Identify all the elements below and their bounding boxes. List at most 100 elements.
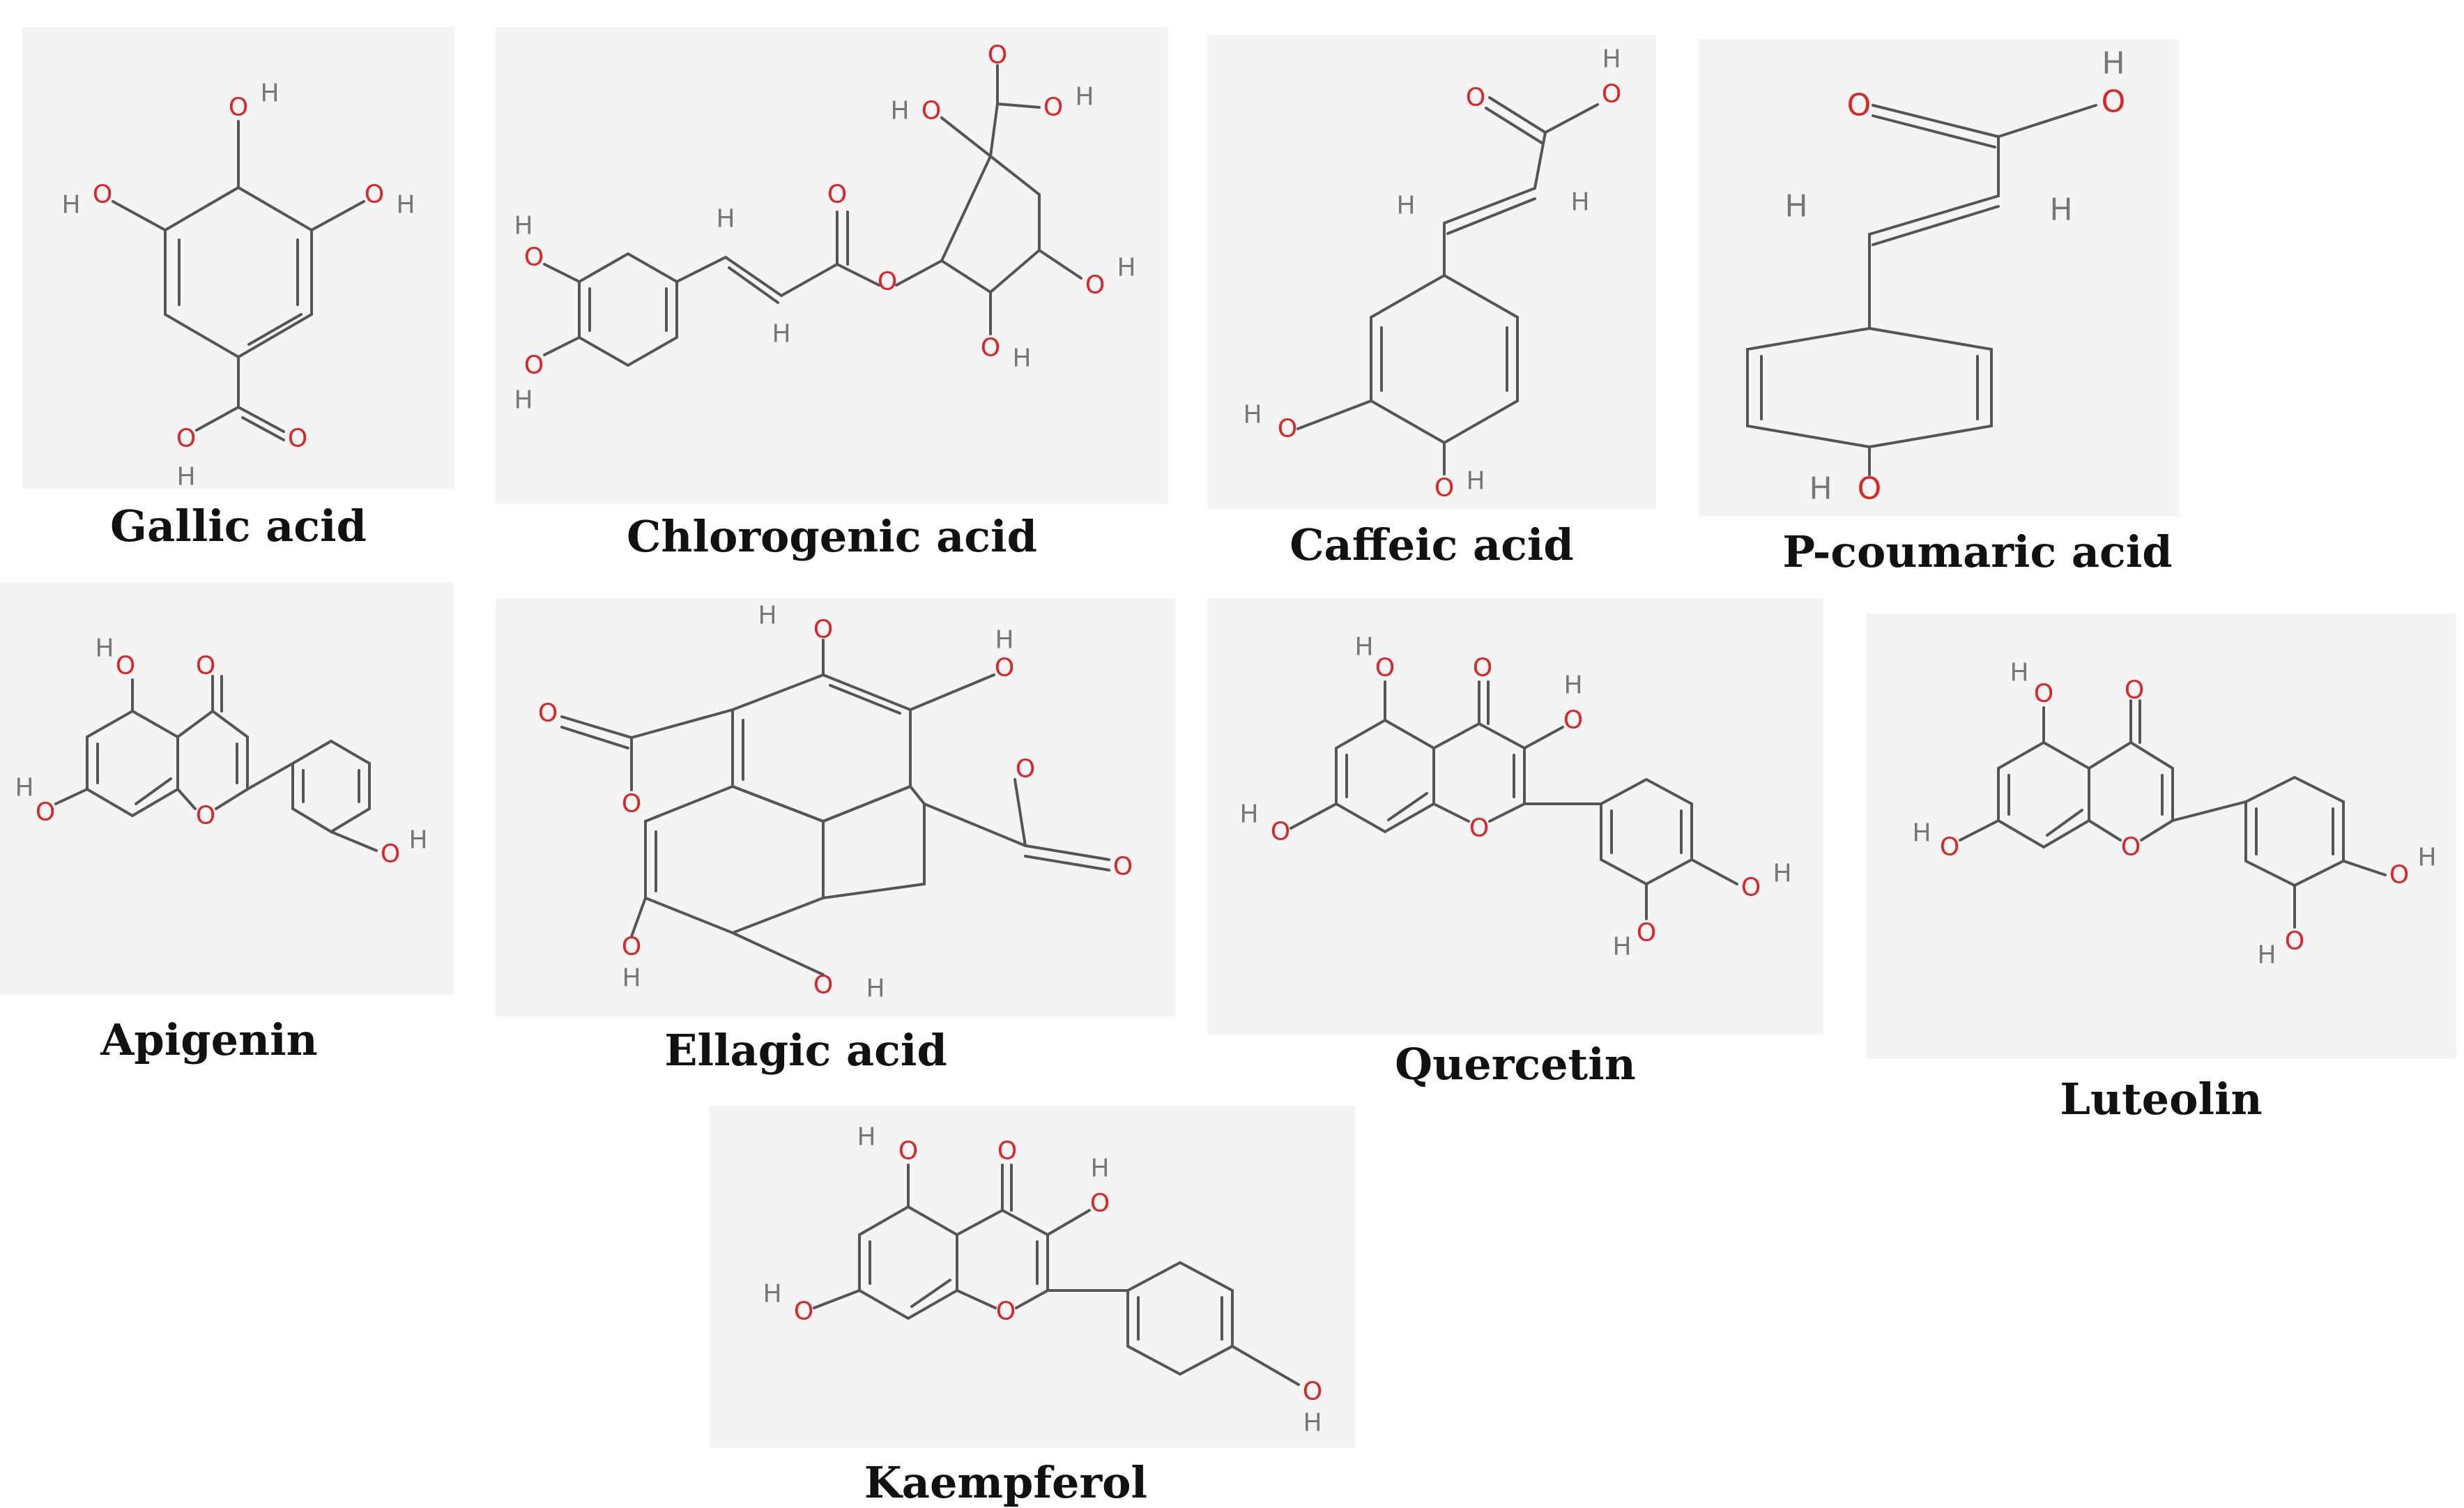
svg-text:O: O [1375,654,1395,683]
svg-text:H: H [1012,344,1031,373]
svg-text:H: H [514,386,533,415]
compound-label-luteolin: Luteolin [2060,1074,2263,1125]
svg-text:H: H [890,97,909,125]
svg-text:H: H [15,774,33,802]
svg-text:O: O [898,1137,918,1166]
svg-text:O: O [1113,853,1133,881]
svg-text:H: H [1784,189,1807,224]
svg-text:H: H [176,463,195,489]
svg-text:O: O [365,181,384,209]
svg-text:O: O [1434,474,1454,503]
svg-text:O: O [176,425,196,453]
svg-text:H: H [995,626,1013,655]
svg-text:O: O [827,181,847,209]
svg-text:H: H [1075,83,1094,112]
svg-text:H: H [2049,192,2072,228]
svg-text:O: O [2285,927,2304,956]
svg-text:H: H [1809,471,1832,507]
kaempferol-diagram: OH O OH O OH OH [763,1123,1322,1438]
svg-text:H: H [1602,45,1621,74]
svg-text:H: H [1773,860,1791,888]
compound-label-chlorogenic-acid: Chlorogenic acid [627,511,1037,562]
svg-text:H: H [260,79,279,108]
luteolin-diagram: OH O O OH OH OH [1912,659,2436,970]
svg-text:O: O [1278,415,1297,443]
svg-text:O: O [878,268,897,296]
svg-text:H: H [2257,941,2276,970]
svg-text:H: H [1303,1409,1322,1438]
svg-text:H: H [716,205,735,234]
svg-text:H: H [1466,467,1485,496]
svg-text:H: H [2417,844,2436,872]
svg-text:O: O [813,616,833,644]
svg-text:H: H [514,212,533,241]
svg-text:H: H [1354,633,1373,662]
svg-text:O: O [229,93,248,122]
svg-text:H: H [758,602,776,630]
svg-text:O: O [36,798,55,827]
svg-text:O: O [1473,654,1492,683]
svg-text:H: H [1612,933,1631,961]
svg-text:O: O [622,790,641,818]
compound-label-apigenin: Apigenin [100,1014,318,1065]
svg-text:H: H [61,191,80,220]
svg-text:O: O [921,97,941,125]
svg-text:O: O [1637,919,1656,947]
svg-text:O: O [116,652,135,680]
svg-text:H: H [857,1123,875,1152]
svg-text:H: H [772,320,790,349]
compound-label-kaempferol: Kaempferol [864,1457,1148,1508]
svg-text:O: O [2121,833,2141,862]
svg-text:H: H [1912,819,1931,848]
svg-text:O: O [1469,814,1489,843]
svg-text:H: H [408,826,427,855]
svg-text:O: O [196,652,215,680]
svg-text:O: O [794,1297,813,1326]
svg-text:H: H [763,1280,781,1309]
compound-label-p-coumaric-acid: P-coumaric acid [1782,526,2173,577]
svg-text:H: H [1570,188,1589,217]
compound-label-quercetin: Quercetin [1395,1039,1636,1090]
svg-text:O: O [1741,874,1761,902]
svg-text:O: O [524,243,544,272]
svg-text:O: O [538,699,558,728]
svg-text:O: O [1085,271,1105,300]
svg-text:H: H [2102,46,2125,82]
svg-text:H: H [1396,192,1415,220]
svg-text:O: O [196,802,215,830]
svg-text:O: O [2102,84,2126,120]
svg-text:H: H [396,191,415,220]
svg-text:O: O [1563,706,1583,735]
svg-text:O: O [988,41,1007,70]
svg-text:O: O [93,181,112,209]
svg-text:O: O [1271,818,1290,846]
svg-text:H: H [1117,254,1135,282]
svg-text:H: H [866,975,885,1003]
svg-text:H: H [1563,671,1582,700]
compound-label-caffeic-acid: Caffeic acid [1290,519,1574,570]
svg-text:H: H [1243,401,1262,429]
svg-text:O: O [2034,680,2053,708]
svg-text:H: H [1239,800,1258,829]
svg-text:O: O [622,933,641,961]
svg-text:O: O [1847,88,1872,123]
svg-text:H: H [2010,659,2028,687]
svg-text:O: O [1466,84,1485,112]
svg-text:O: O [995,654,1014,683]
svg-text:O: O [288,425,307,453]
svg-text:O: O [997,1137,1017,1166]
